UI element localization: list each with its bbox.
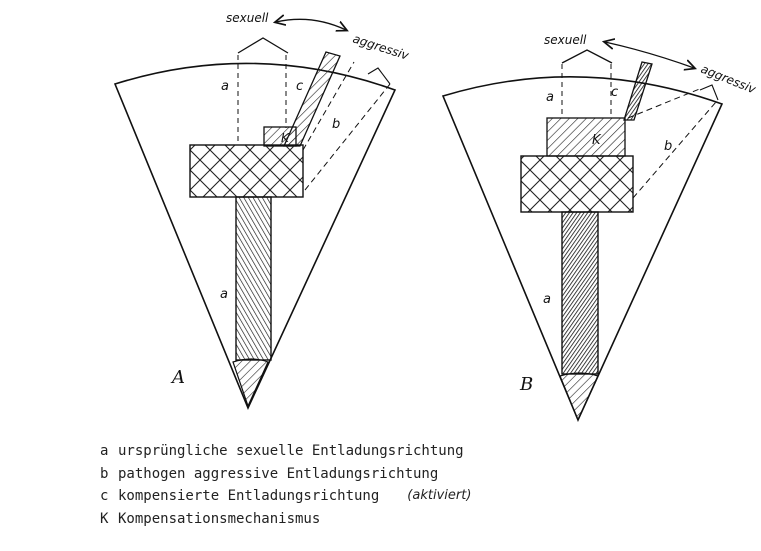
panel-b-mechanism-label: K [592, 133, 602, 148]
panel-b-a-top-label: a [546, 90, 554, 105]
panel-a-mechanism-label: K [281, 131, 290, 145]
panel-a-path-b [302, 61, 391, 191]
legend-text: ursprüngliche sexuelle Entladungsrichtun… [118, 443, 464, 459]
panel-a-sexual-label: sexuell [226, 11, 269, 25]
legend-note: (aktiviert) [407, 488, 472, 503]
legend-text: kompensierte Entladungsrichtung [118, 488, 380, 504]
legend-text: pathogen aggressive Entladungsrichtung [118, 465, 439, 482]
panel-b-sexual-bracket [561, 49, 613, 64]
panel-a-b-label: b [332, 117, 340, 132]
legend-key: b [100, 465, 109, 482]
legend-text: Kompensationsmechanismus [118, 510, 321, 527]
panel-b-sexual-label: sexuell [544, 33, 587, 47]
legend-key: a [100, 443, 109, 459]
panel-b-block [520, 155, 634, 213]
panel-b-mechanism-box [546, 117, 626, 157]
panel-b-direction-arrow [605, 42, 694, 68]
panel-b-c-label: c [611, 85, 618, 100]
panel-b-tip [559, 372, 599, 422]
panel-b: sexuell aggressiv b c a K a B [441, 33, 759, 423]
panel-b-sector [441, 76, 724, 423]
panel-a-a-bottom-label: a [220, 287, 228, 302]
panel-a-block [189, 144, 304, 198]
panel-a: sexuell aggressiv b c a K a A [113, 11, 411, 411]
legend-key: c [100, 488, 109, 504]
panel-b-path-c-bar [623, 61, 653, 121]
legend-row-c: c kompensierte Entladungsrichtung (aktiv… [100, 485, 620, 508]
panel-a-aggressive-label: aggressiv [351, 32, 411, 63]
legend-row-a: a ursprüngliche sexuelle Entladungsricht… [100, 440, 620, 463]
panel-a-sector [113, 62, 397, 411]
panel-a-label: A [170, 367, 185, 388]
legend-row-b: b pathogen aggressive Entladungsrichtung [100, 463, 620, 486]
panel-a-tip [232, 358, 269, 408]
panel-a-column-a [235, 196, 272, 361]
panel-b-column-a [561, 211, 599, 375]
panel-a-a-top-label: a [221, 79, 229, 94]
panel-a-c-label: c [296, 79, 303, 94]
panel-b-b-label: b [664, 139, 672, 154]
panel-b-path-b [627, 84, 719, 199]
legend: a ursprüngliche sexuelle Entladungsricht… [100, 440, 620, 530]
panel-b-aggressive-label: aggressiv [699, 62, 759, 97]
legend-key: K [100, 510, 109, 527]
legend-row-k: K Kompensationsmechanismus [100, 508, 620, 531]
panel-b-label: B [519, 374, 533, 395]
panel-a-mechanism-box [263, 126, 297, 147]
panel-a-direction-arrow [276, 19, 346, 30]
panel-a-sexual-bracket [237, 37, 289, 54]
panel-b-a-bottom-label: a [543, 292, 551, 307]
